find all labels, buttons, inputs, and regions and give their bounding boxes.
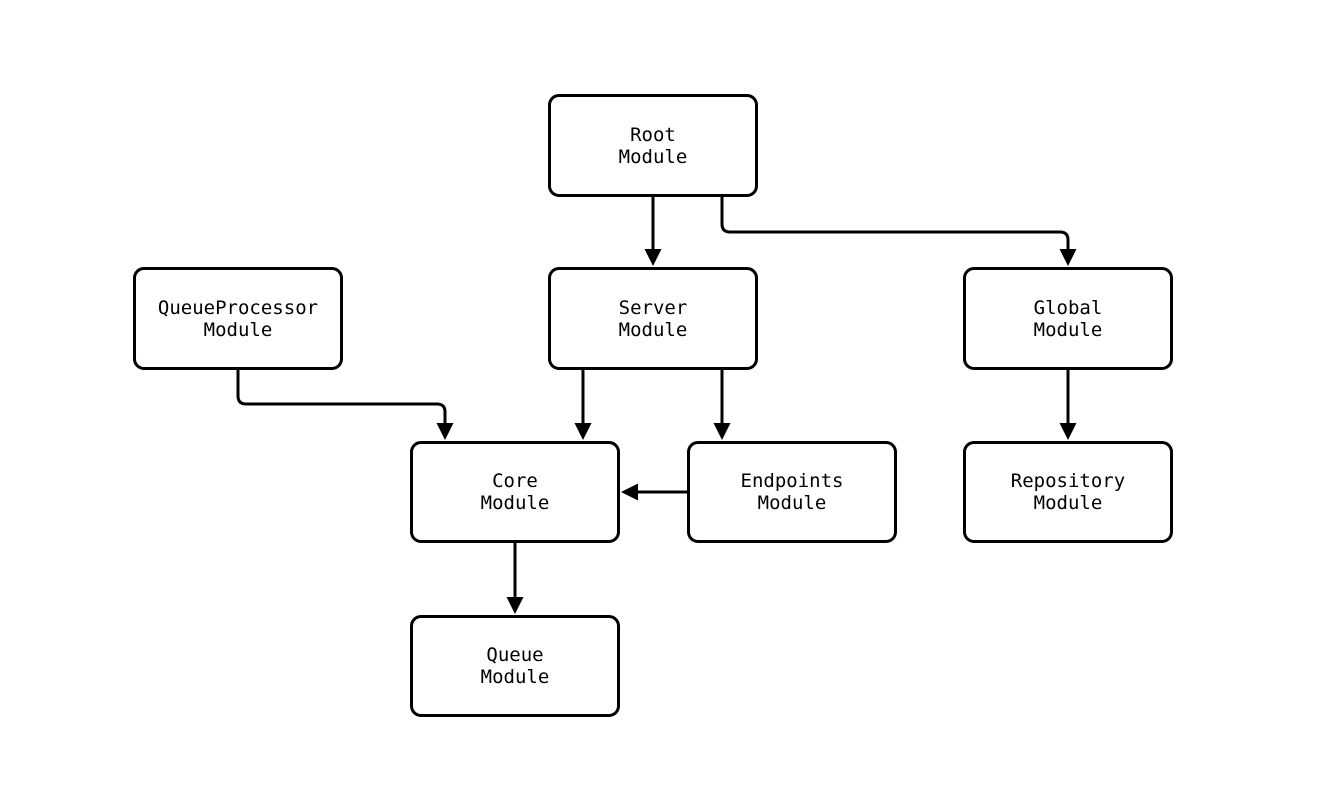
arrowhead-queueprocessor-to-core xyxy=(436,423,454,440)
arrowhead-endpoints-to-core xyxy=(621,483,638,501)
node-core-line2: Module xyxy=(480,492,550,514)
node-repository[interactable]: Repository Module xyxy=(963,441,1173,543)
node-repository-line2: Module xyxy=(1033,492,1103,514)
node-server[interactable]: Server Module xyxy=(548,267,758,370)
arrowhead-root-to-global xyxy=(1059,249,1077,266)
node-core[interactable]: Core Module xyxy=(410,441,620,543)
edge-queueprocessor-to-core xyxy=(236,370,447,423)
node-server-line2: Module xyxy=(618,318,688,341)
node-root[interactable]: Root Module xyxy=(548,94,758,197)
node-queueprocessor[interactable]: QueueProcessor Module xyxy=(133,267,343,370)
node-queue[interactable]: Queue Module xyxy=(410,615,620,717)
node-global[interactable]: Global Module xyxy=(963,267,1173,370)
node-queue-line1: Queue xyxy=(486,644,544,666)
node-global-line1: Global xyxy=(1033,296,1103,319)
node-core-line1: Core xyxy=(492,470,538,492)
node-queue-line2: Module xyxy=(480,666,550,688)
arrowhead-core-to-queue xyxy=(506,597,524,614)
node-endpoints[interactable]: Endpoints Module xyxy=(687,441,897,543)
node-server-line1: Server xyxy=(618,296,688,319)
arrowhead-server-to-endpoints xyxy=(713,423,731,440)
node-global-line2: Module xyxy=(1033,318,1103,341)
node-queueprocessor-line1: QueueProcessor xyxy=(157,296,319,319)
node-root-line2: Module xyxy=(618,145,688,168)
node-root-line1: Root xyxy=(630,123,676,146)
arrowhead-global-to-repository xyxy=(1059,423,1077,440)
node-endpoints-line2: Module xyxy=(757,492,827,514)
node-repository-line1: Repository xyxy=(1010,470,1126,492)
arrowhead-root-to-server xyxy=(644,249,662,266)
node-queueprocessor-line2: Module xyxy=(203,318,273,341)
edge-root-to-global xyxy=(720,197,1070,249)
arrowhead-server-to-core xyxy=(574,423,592,440)
node-endpoints-line1: Endpoints xyxy=(740,470,844,492)
